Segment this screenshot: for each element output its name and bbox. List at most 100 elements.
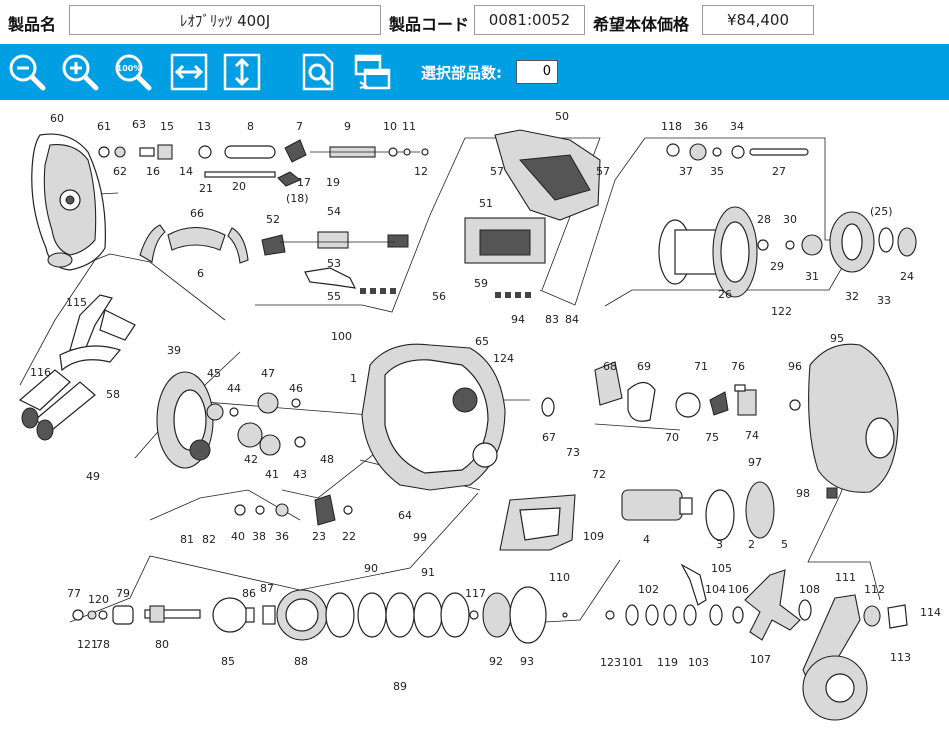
part-label-73[interactable]: 73 <box>566 446 580 459</box>
part-label-60[interactable]: 60 <box>50 112 64 125</box>
part-label-71[interactable]: 71 <box>694 360 708 373</box>
part-label-2[interactable]: 2 <box>748 538 755 551</box>
part-label-24[interactable]: 24 <box>900 270 914 283</box>
part-label-38[interactable]: 38 <box>252 530 266 543</box>
part-1-frame[interactable] <box>361 343 506 491</box>
part-label-5[interactable]: 5 <box>781 538 788 551</box>
zoom-in-button[interactable] <box>59 51 101 93</box>
part-label-69[interactable]: 69 <box>637 360 651 373</box>
part-label-41[interactable]: 41 <box>265 468 279 481</box>
part-label-48[interactable]: 48 <box>320 453 334 466</box>
part-label-28[interactable]: 28 <box>757 213 771 226</box>
part-label-105[interactable]: 105 <box>711 562 732 575</box>
part-label-109[interactable]: 109 <box>583 530 604 543</box>
part-label-21[interactable]: 21 <box>199 182 213 195</box>
part-label-70[interactable]: 70 <box>665 431 679 444</box>
part-label-79[interactable]: 79 <box>116 587 130 600</box>
part-label-43[interactable]: 43 <box>293 468 307 481</box>
part-label-98[interactable]: 98 <box>796 487 810 500</box>
part-label-22[interactable]: 22 <box>342 530 356 543</box>
part-label-122[interactable]: 122 <box>771 305 792 318</box>
part-label-86[interactable]: 86 <box>242 587 256 600</box>
part-label-23[interactable]: 23 <box>312 530 326 543</box>
part-2-5-mechanism[interactable] <box>621 481 775 541</box>
part-label-52[interactable]: 52 <box>266 213 280 226</box>
part-label-101[interactable]: 101 <box>622 656 643 669</box>
part-label-34[interactable]: 34 <box>730 120 744 133</box>
part-101-108-handle-parts[interactable] <box>605 563 812 641</box>
part-label-36b[interactable]: 36 <box>275 530 289 543</box>
part-label-67[interactable]: 67 <box>542 431 556 444</box>
part-label-80[interactable]: 80 <box>155 638 169 651</box>
part-label-11[interactable]: 11 <box>402 120 416 133</box>
part-label-13[interactable]: 13 <box>197 120 211 133</box>
part-pinion-22-40[interactable] <box>234 494 353 526</box>
part-label-54[interactable]: 54 <box>327 205 341 218</box>
part-label-117[interactable]: 117 <box>465 587 486 600</box>
part-label-113[interactable]: 113 <box>890 651 911 664</box>
part-label-58[interactable]: 58 <box>106 388 120 401</box>
part-label-62[interactable]: 62 <box>113 165 127 178</box>
part-label-10[interactable]: 10 <box>383 120 397 133</box>
part-label-83[interactable]: 83 <box>545 313 559 326</box>
part-label-57b[interactable]: 57 <box>596 165 610 178</box>
part-label-112[interactable]: 112 <box>864 583 885 596</box>
window-button[interactable] <box>351 51 393 93</box>
part-label-111[interactable]: 111 <box>835 571 856 584</box>
part-label-20[interactable]: 20 <box>232 180 246 193</box>
selected-count-field[interactable]: 0 <box>516 60 558 84</box>
part-label-51[interactable]: 51 <box>479 197 493 210</box>
part-label-3[interactable]: 3 <box>716 538 723 551</box>
part-label-55[interactable]: 55 <box>327 290 341 303</box>
part-label-68[interactable]: 68 <box>603 360 617 373</box>
part-label-89[interactable]: 89 <box>393 680 407 693</box>
part-label-19[interactable]: 19 <box>326 176 340 189</box>
part-label-33[interactable]: 33 <box>877 294 891 307</box>
part-6-66-covers[interactable] <box>139 224 249 264</box>
part-label-8[interactable]: 8 <box>247 120 254 133</box>
part-label-30[interactable]: 30 <box>783 213 797 226</box>
part-label-108[interactable]: 108 <box>799 583 820 596</box>
part-95-side-cover[interactable] <box>808 343 899 493</box>
part-label-115[interactable]: 115 <box>66 296 87 309</box>
part-label-77[interactable]: 77 <box>67 587 81 600</box>
part-label-94[interactable]: 94 <box>511 313 525 326</box>
part-label-72[interactable]: 72 <box>592 468 606 481</box>
part-label-103[interactable]: 103 <box>688 656 709 669</box>
part-label-9[interactable]: 9 <box>344 120 351 133</box>
part-label-118[interactable]: 118 <box>661 120 682 133</box>
page-zoom-button[interactable] <box>297 51 339 93</box>
part-label-57a[interactable]: 57 <box>490 165 504 178</box>
part-small-bearing-123[interactable] <box>562 612 568 618</box>
part-label-99[interactable]: 99 <box>413 531 427 544</box>
part-label-123[interactable]: 123 <box>600 656 621 669</box>
part-label-16[interactable]: 16 <box>146 165 160 178</box>
part-label-100[interactable]: 100 <box>331 330 352 343</box>
part-label-91[interactable]: 91 <box>421 566 435 579</box>
part-label-88[interactable]: 88 <box>294 655 308 668</box>
part-label-45[interactable]: 45 <box>207 367 221 380</box>
part-label-14[interactable]: 14 <box>179 165 193 178</box>
part-label-81[interactable]: 81 <box>180 533 194 546</box>
part-label-53[interactable]: 53 <box>327 257 341 270</box>
zoom-100-button[interactable]: 100% <box>112 51 154 93</box>
part-label-76[interactable]: 76 <box>731 360 745 373</box>
part-label-39[interactable]: 39 <box>167 344 181 357</box>
part-label-124[interactable]: 124 <box>493 352 514 365</box>
part-60-side-plate[interactable] <box>31 133 106 271</box>
part-label-18[interactable]: (18) <box>286 192 309 205</box>
part-label-64[interactable]: 64 <box>398 509 412 522</box>
fit-height-button[interactable] <box>221 51 263 93</box>
part-drive-shaft-27[interactable] <box>666 143 809 161</box>
part-77-80-main-shaft[interactable] <box>72 605 201 625</box>
fit-width-button[interactable] <box>168 51 210 93</box>
part-85-88-drive-gear[interactable] <box>212 589 328 641</box>
part-label-17[interactable]: 17 <box>297 176 311 189</box>
part-label-29[interactable]: 29 <box>770 260 784 273</box>
part-label-87[interactable]: 87 <box>260 582 274 595</box>
part-label-1[interactable]: 1 <box>350 372 357 385</box>
part-label-106[interactable]: 106 <box>728 583 749 596</box>
part-label-74[interactable]: 74 <box>745 429 759 442</box>
part-label-84[interactable]: 84 <box>565 313 579 326</box>
part-label-107[interactable]: 107 <box>750 653 771 666</box>
